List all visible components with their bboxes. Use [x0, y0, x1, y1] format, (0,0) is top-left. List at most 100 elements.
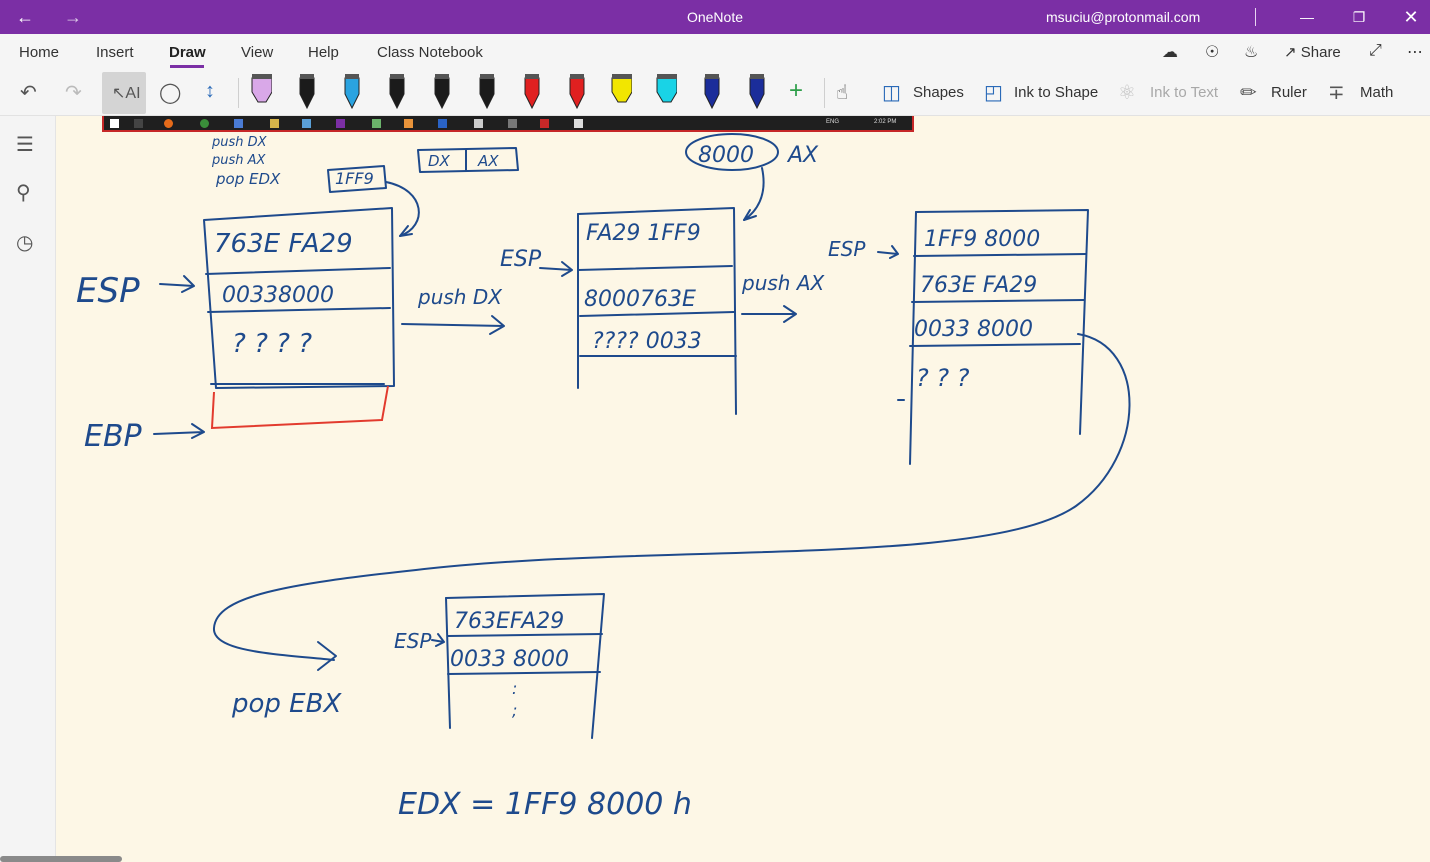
- stack4-slot-4: ;: [512, 701, 517, 720]
- title-bar: ← → OneNote msuciu@protonmail.com — ❐ ✕: [0, 0, 1430, 34]
- stack4-line: [447, 633, 603, 637]
- reg-dx: DX: [428, 152, 451, 170]
- lightbulb-icon[interactable]: ☉: [1205, 44, 1220, 61]
- esp2-label: ESP: [500, 247, 542, 272]
- pen-black-icon[interactable]: [295, 72, 317, 110]
- ruler-button[interactable]: Ruler: [1271, 84, 1307, 101]
- stack2-line: [577, 265, 733, 271]
- horizontal-scrollbar[interactable]: [0, 856, 122, 862]
- note-push-dx: push DX: [211, 135, 268, 150]
- embedded-lang: ENG: [826, 119, 840, 125]
- undo-icon[interactable]: ↶: [20, 82, 37, 104]
- arrow-curve: [743, 167, 765, 221]
- highlighter-yellow-icon[interactable]: [610, 72, 632, 110]
- pen-black-icon[interactable]: [385, 72, 407, 110]
- bell-icon[interactable]: ♨: [1244, 44, 1259, 61]
- shapes-icon[interactable]: ◫: [882, 82, 901, 104]
- pen-navy-icon[interactable]: [745, 72, 767, 110]
- result-equation: EDX = 1FF9 8000 h: [398, 787, 692, 822]
- stack2-line: [579, 311, 735, 317]
- push-ax-label: push AX: [741, 271, 826, 295]
- onenote-icon: [336, 119, 345, 128]
- tab-home[interactable]: Home: [19, 44, 60, 61]
- ebp-arrow: [153, 423, 205, 439]
- shapes-button[interactable]: Shapes: [913, 84, 964, 101]
- stack3-outline: [915, 209, 1089, 435]
- share-button[interactable]: ↗ Share: [1284, 43, 1341, 61]
- lasso-select-icon[interactable]: ◯: [159, 82, 182, 104]
- ink-to-shape-button[interactable]: Ink to Shape: [1014, 84, 1099, 101]
- ebp-label: EBP: [84, 419, 143, 454]
- ink-layer: push DX push AX pop EDX 1FF9 DX AX 8000 …: [76, 133, 1131, 822]
- stack3-slot-2: 763E FA29: [920, 273, 1037, 298]
- restore-icon[interactable]: ❐: [1352, 8, 1366, 25]
- expand-icon[interactable]: ⤢: [1369, 42, 1382, 59]
- task-view-icon: [134, 119, 143, 128]
- reg-ax: AX: [477, 152, 499, 170]
- tab-draw[interactable]: Draw: [169, 44, 206, 61]
- notebooks-icon[interactable]: ☰: [16, 134, 34, 156]
- tab-help[interactable]: Help: [308, 44, 339, 61]
- stack2-slot-3: ???? 0033: [592, 329, 702, 354]
- math-icon[interactable]: ∓: [1328, 82, 1345, 104]
- math-button[interactable]: Math: [1360, 84, 1394, 101]
- esp-label: ESP: [76, 271, 140, 311]
- stack2-outline: [577, 207, 737, 415]
- stack1-slot-1: 763E FA29: [214, 229, 353, 259]
- minimize-icon[interactable]: —: [1300, 9, 1314, 25]
- reg-1ff9-box: [327, 165, 387, 193]
- pen-blue-light-icon[interactable]: [340, 72, 362, 110]
- dx-ax-box: [417, 147, 519, 173]
- close-icon[interactable]: ✕: [1403, 6, 1419, 27]
- sync-status-icon[interactable]: ☁: [1162, 44, 1178, 61]
- stack1-slot-3: ? ? ? ?: [232, 329, 312, 359]
- highlighter-cyan-icon[interactable]: [655, 72, 677, 110]
- windows-icon: [110, 119, 119, 128]
- app-icon: [438, 119, 447, 128]
- chrome-icon: [200, 119, 209, 128]
- note-page-canvas[interactable]: push DX push AX pop EDX 1FF9 DX AX 8000 …: [56, 116, 1430, 862]
- pen-red-icon[interactable]: [565, 72, 587, 110]
- pen-red-icon[interactable]: [520, 72, 542, 110]
- draw-with-touch-icon[interactable]: ☝: [836, 82, 849, 104]
- note-pop-edx: pop EDX: [215, 170, 281, 188]
- ruler-icon[interactable]: ✏: [1240, 82, 1257, 104]
- stack4-slot-3: :: [512, 679, 517, 698]
- stack4-line: [447, 671, 601, 675]
- ax-register: AX: [786, 143, 819, 168]
- ink-to-text-icon: ⚛: [1118, 82, 1136, 104]
- pen-black-galaxy-icon[interactable]: [475, 72, 497, 110]
- esp3-arrow: [877, 245, 899, 259]
- stack3-outline: [909, 211, 917, 465]
- app-icon: [574, 119, 583, 128]
- tab-class-notebook[interactable]: Class Notebook: [377, 44, 483, 61]
- ax-value: 8000: [698, 143, 754, 168]
- search-icon[interactable]: ⚲: [16, 182, 31, 204]
- account-email[interactable]: msuciu@protonmail.com: [1046, 9, 1201, 25]
- esp4-arrow: [431, 633, 445, 647]
- stack3-line: [909, 343, 1081, 347]
- pen-navy-icon[interactable]: [700, 72, 722, 110]
- recent-clock-icon[interactable]: ◷: [16, 232, 34, 254]
- pen-black-icon[interactable]: [430, 72, 452, 110]
- more-icon[interactable]: ⋯: [1407, 44, 1424, 61]
- add-pen-icon[interactable]: +: [789, 77, 804, 104]
- type-select-button[interactable]: [102, 72, 146, 114]
- tab-insert[interactable]: Insert: [96, 44, 134, 61]
- toolbar-divider: [238, 78, 239, 108]
- back-arrow-icon[interactable]: ←: [16, 6, 34, 27]
- ink-to-shape-icon[interactable]: ◰: [984, 82, 1003, 104]
- embedded-time: 2:02 PM: [874, 119, 897, 125]
- note-push-ax: push AX: [211, 153, 267, 168]
- title-separator: [1255, 8, 1256, 26]
- pop-ebx-label: pop EBX: [231, 689, 342, 719]
- highlighter-pink-icon[interactable]: [250, 72, 272, 110]
- add-space-icon[interactable]: ↕: [205, 80, 215, 102]
- toolbar-divider: [824, 78, 825, 108]
- tab-view[interactable]: View: [241, 44, 274, 61]
- redo-icon[interactable]: ↷: [65, 82, 82, 104]
- ribbon-tabs: Home Insert Draw View Help Class Noteboo…: [0, 34, 1430, 70]
- esp-arrow: [159, 275, 195, 293]
- type-select-icon: ↖AI: [112, 85, 141, 102]
- forward-arrow-icon[interactable]: →: [64, 6, 82, 27]
